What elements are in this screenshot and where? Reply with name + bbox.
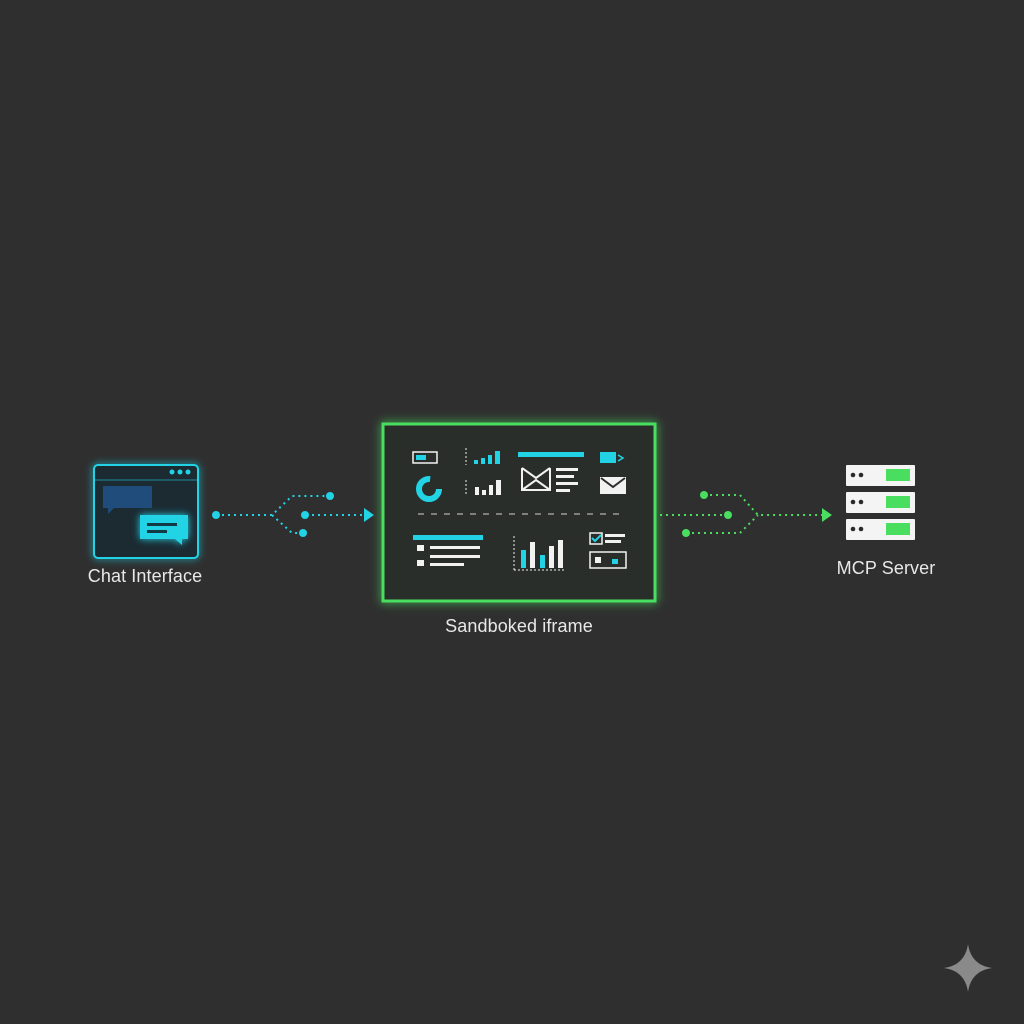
- connector-iframe-to-server: [660, 494, 822, 534]
- arrow-head-left: [364, 508, 374, 522]
- connector-dots-right: [682, 491, 732, 537]
- iframe-frame: [381, 422, 657, 603]
- mcp-server-label: MCP Server: [836, 558, 936, 578]
- sandboxed-iframe-label: Sandboked iframe: [445, 616, 593, 636]
- chat-interface-label: Chat Interface: [87, 566, 203, 586]
- arrow-head-right: [822, 508, 832, 522]
- dashboard-widgets-icon: [412, 448, 627, 571]
- connector-dots-left: [212, 492, 334, 537]
- chat-window-icon: [93, 464, 199, 559]
- connector-chat-to-iframe: [216, 495, 364, 534]
- server-rack-icon: [846, 465, 915, 540]
- sparkle-icon: [944, 944, 992, 992]
